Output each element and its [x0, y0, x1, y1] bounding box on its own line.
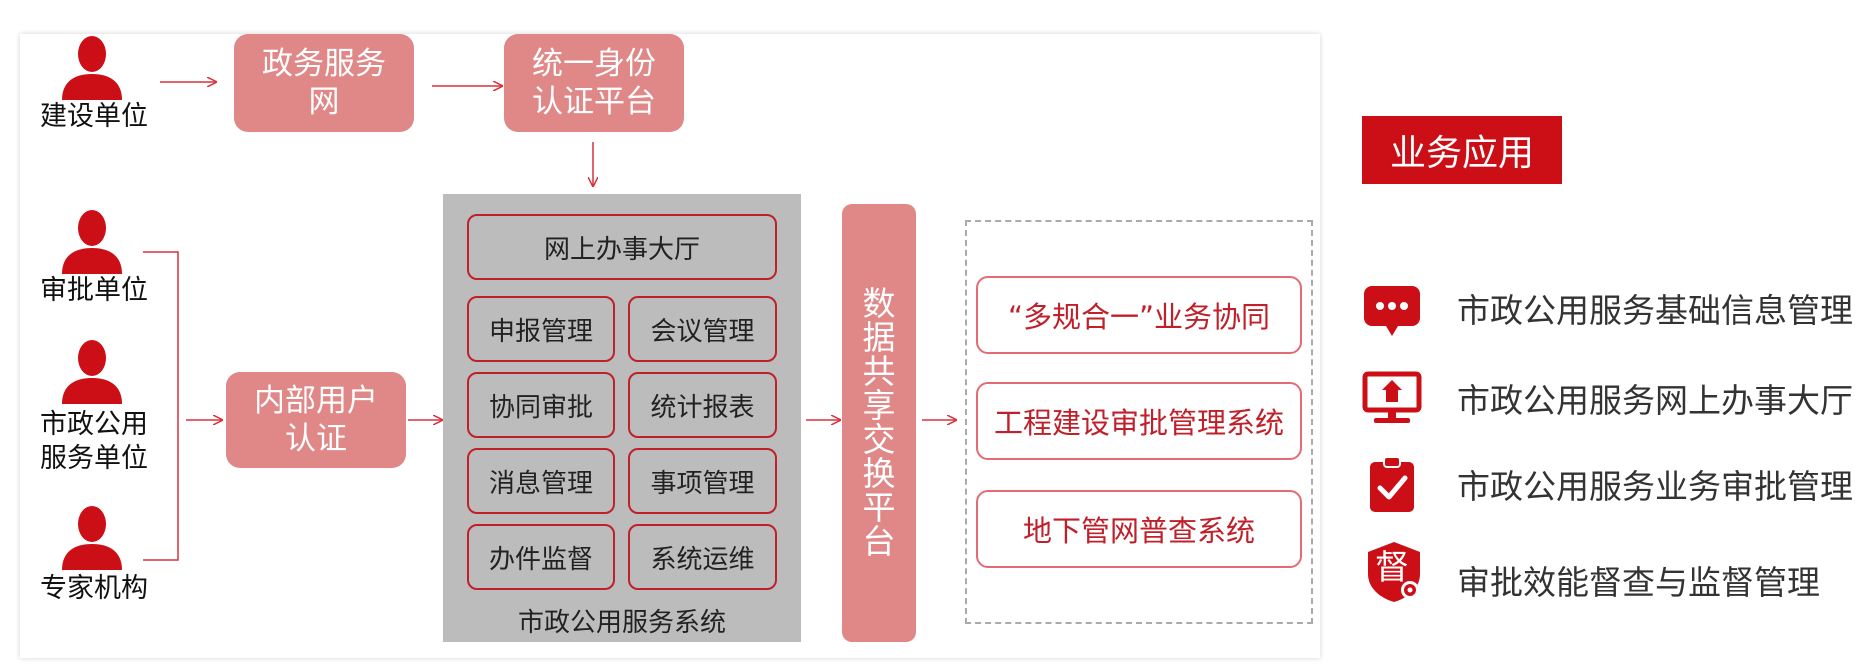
person-icon [62, 506, 122, 570]
person-icon [62, 340, 122, 404]
role-label-builder: 建设单位 [40, 101, 148, 132]
role-label-municipal-line1: 市政公用 [40, 409, 148, 440]
supervise-badge-icon: 督 [1362, 540, 1426, 604]
chat-bubble-icon [1364, 286, 1420, 336]
data-platform-label: 数据共享交换平台 [862, 284, 896, 561]
legend-item-label: 市政公用服务基础信息管理 [1457, 291, 1853, 330]
module-cell: 事项管理 [628, 448, 777, 514]
module-cell: 办件监督 [467, 524, 615, 590]
legend-item-label: 市政公用服务业务审批管理 [1457, 467, 1853, 506]
app-box: “多规合一”业务协同 [976, 276, 1302, 354]
legend-item-label: 审批效能督查与监督管理 [1457, 563, 1820, 602]
app-box: 地下管网普查系统 [976, 490, 1302, 568]
gov-service-network-node: 政务服务 网 [234, 34, 414, 132]
module-cell: 消息管理 [467, 448, 615, 514]
role-label-expert: 专家机构 [40, 573, 148, 604]
internal-auth-node: 内部用户 认证 [226, 372, 406, 468]
person-icon [62, 36, 122, 100]
clipboard-check-icon [1370, 456, 1414, 512]
system-name: 市政公用服务系统 [517, 608, 726, 638]
monitor-home-icon [1362, 371, 1422, 423]
role-label-municipal-line2: 服务单位 [40, 443, 148, 474]
module-cell: 统计报表 [628, 372, 777, 438]
module-cell: 协同审批 [467, 372, 615, 438]
person-icon [62, 210, 122, 274]
bracket-internal-roles [143, 251, 179, 561]
module-cell: 会议管理 [628, 296, 777, 362]
role-label-approver: 审批单位 [40, 275, 148, 306]
supervise-glyph: 督 [1375, 548, 1409, 588]
legend-item-label: 市政公用服务网上办事大厅 [1457, 381, 1853, 420]
module-cell: 系统运维 [628, 524, 777, 590]
unified-identity-node: 统一身份 认证平台 [504, 34, 684, 132]
hall-module: 网上办事大厅 [467, 214, 777, 280]
legend-title: 业务应用 [1362, 116, 1562, 184]
app-box: 工程建设审批管理系统 [976, 382, 1302, 460]
module-cell: 申报管理 [467, 296, 615, 362]
data-sharing-platform: 数据共享交换平台 [842, 204, 916, 642]
apps-container [965, 220, 1313, 624]
